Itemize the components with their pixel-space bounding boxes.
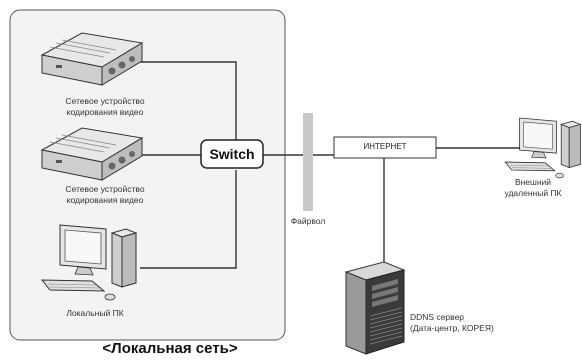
internet-box [333,136,437,159]
firewall-icon [303,113,313,211]
local-pc-label: Локальный ПК [66,308,124,318]
encoder-1-label: Сетевое устройство кодирования видео [65,96,145,117]
lan-caption: <Локальная сеть> [102,340,238,357]
ddns-server-label: DDNS сервер (Дата-центр, КОРЕЯ) [410,312,494,333]
firewall-label: Файрвол [290,216,326,226]
remote-pc-icon [504,117,582,179]
internet-label: ИНТЕРНЕТ [363,142,407,151]
switch-box [200,139,264,169]
video-encoder-icon [40,127,144,181]
encoder-2-label: Сетевое устройство кодирования видео [65,184,145,205]
switch-label: Switch [209,146,255,162]
local-pc-icon [40,224,138,301]
video-encoder-icon [40,32,144,86]
connection-lines [136,61,540,269]
ddns-server-icon [344,261,406,355]
remote-pc-label: Внешний удаленный ПК [504,177,562,198]
